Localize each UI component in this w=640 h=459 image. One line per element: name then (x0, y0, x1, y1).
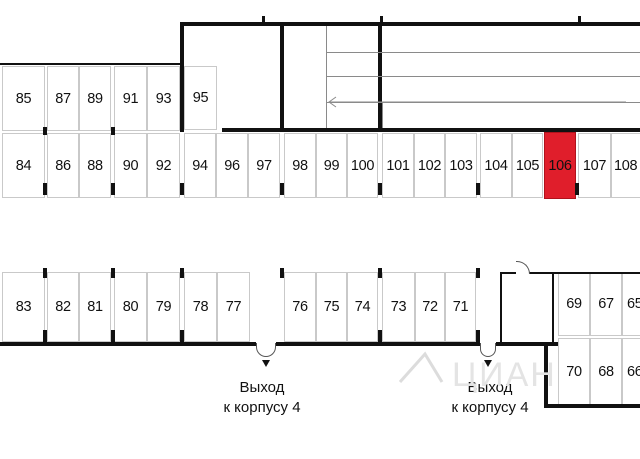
parking-space[interactable]: 66 (622, 338, 640, 406)
parking-space[interactable]: 73 (382, 272, 415, 342)
parking-space[interactable]: 87 (47, 66, 79, 131)
wall-stub-2 (380, 16, 383, 24)
column-post (378, 183, 382, 195)
parking-space[interactable]: 98 (284, 133, 316, 198)
parking-space[interactable]: 83 (2, 272, 45, 342)
exit-arrow-icon (484, 360, 492, 367)
parking-space[interactable]: 91 (114, 66, 147, 131)
door-arc (516, 261, 530, 274)
wall-bottom (496, 342, 558, 346)
exit-label-line2: к корпусу 4 (451, 399, 529, 416)
parking-space[interactable]: 76 (284, 272, 316, 342)
parking-space[interactable]: 77 (217, 272, 250, 342)
parking-space[interactable]: 95 (184, 66, 217, 130)
column-post (476, 268, 480, 278)
wall-block-left (180, 22, 184, 132)
column-post (111, 183, 115, 195)
parking-space[interactable]: 94 (184, 133, 216, 198)
door-arc (480, 343, 496, 357)
parking-space[interactable]: 102 (414, 133, 445, 198)
parking-space-highlighted[interactable]: 106 (544, 132, 576, 199)
wall-stub-3 (578, 16, 581, 24)
parking-space[interactable]: 88 (79, 133, 111, 198)
parking-space[interactable]: 80 (114, 272, 147, 342)
parking-space[interactable]: 90 (114, 133, 147, 198)
exit-label-line1: Выход (467, 379, 513, 396)
exit-label-line1: Выход (239, 379, 285, 396)
parking-space[interactable]: 97 (248, 133, 280, 198)
parking-space[interactable]: 86 (47, 133, 79, 198)
column-post (180, 268, 184, 278)
parking-space[interactable]: 107 (578, 133, 611, 198)
parking-space[interactable]: 72 (415, 272, 445, 342)
parking-space[interactable]: 74 (347, 272, 378, 342)
wall-bottom (0, 342, 256, 346)
parking-space[interactable]: 71 (445, 272, 476, 342)
wall-right-block-top (554, 272, 640, 274)
exit-label: Выход к корпусу 4 (196, 378, 328, 418)
wall-divider-2 (378, 22, 382, 132)
column-post (43, 330, 47, 342)
ramp-line (382, 102, 383, 128)
column-post (476, 183, 480, 195)
parking-space[interactable]: 89 (79, 66, 111, 131)
column-post (280, 268, 284, 278)
ramp-line (326, 76, 640, 77)
stair-room (500, 272, 554, 344)
column-post (111, 127, 115, 135)
column-post (180, 330, 184, 342)
parking-space[interactable]: 103 (445, 133, 477, 198)
column-post (280, 183, 284, 195)
ramp-arrow-icon (328, 96, 626, 108)
column-post (180, 183, 184, 195)
parking-space[interactable]: 70 (558, 338, 590, 406)
parking-space[interactable]: 92 (147, 133, 180, 198)
parking-space[interactable]: 105 (512, 133, 543, 198)
parking-space[interactable]: 67 (590, 272, 622, 336)
column-post (43, 268, 47, 278)
parking-space[interactable]: 82 (47, 272, 79, 342)
wall-right-block-bottom (544, 404, 640, 408)
exit-arrow-icon (262, 360, 270, 367)
parking-space[interactable]: 65 (622, 272, 640, 336)
wall-top-left-cap (0, 63, 182, 65)
exit-label: Выход к корпусу 4 (424, 378, 556, 418)
parking-space[interactable]: 101 (382, 133, 414, 198)
wall-inner-horizontal (222, 128, 640, 132)
parking-space[interactable]: 85 (2, 66, 45, 131)
column-post (575, 183, 579, 195)
column-post (378, 268, 382, 278)
parking-space[interactable]: 79 (147, 272, 180, 342)
parking-space[interactable]: 99 (316, 133, 347, 198)
wall-block-top (182, 22, 640, 26)
parking-space[interactable]: 93 (147, 66, 180, 131)
ramp-line (326, 26, 327, 128)
parking-space[interactable]: 104 (480, 133, 512, 198)
parking-space[interactable]: 96 (216, 133, 248, 198)
ramp-line (326, 52, 640, 53)
door-arc (256, 343, 276, 357)
wall-stub-1 (262, 16, 265, 24)
parking-space[interactable]: 81 (79, 272, 111, 342)
parking-space[interactable]: 68 (590, 338, 622, 406)
parking-space[interactable]: 78 (184, 272, 217, 342)
column-post (378, 330, 382, 342)
wall-bottom (276, 342, 480, 346)
column-post (43, 127, 47, 135)
column-post (476, 330, 480, 342)
parking-space[interactable]: 69 (558, 272, 590, 336)
parking-space[interactable]: 75 (316, 272, 347, 342)
parking-space[interactable]: 108 (611, 133, 640, 198)
parking-space[interactable]: 84 (2, 133, 45, 198)
exit-label-line2: к корпусу 4 (223, 399, 301, 416)
wall-right-block-left (544, 344, 548, 404)
wall-divider-1 (280, 22, 284, 132)
column-post (111, 330, 115, 342)
column-post (43, 183, 47, 195)
column-post (111, 268, 115, 278)
parking-space[interactable]: 100 (347, 133, 378, 198)
